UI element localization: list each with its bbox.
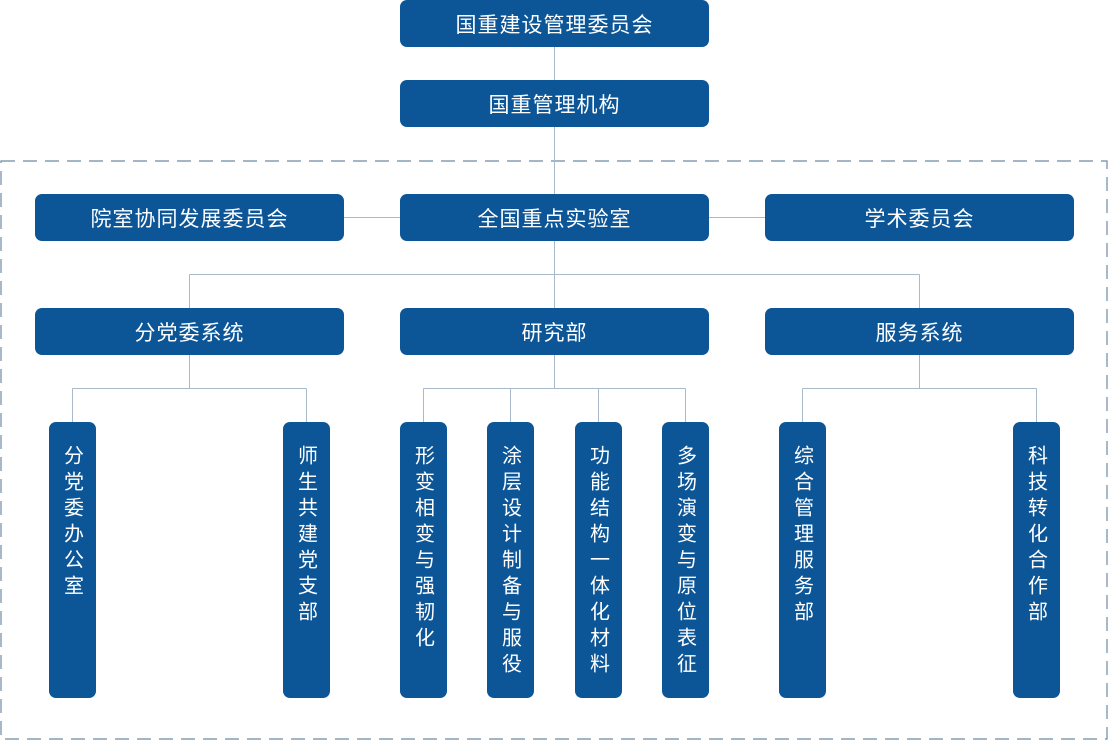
unit-label: 多场演变与原位表征 [673, 445, 698, 679]
unit-research-coating: 涂层设计制备与服役 [487, 422, 534, 698]
division-service-label: 服务系统 [875, 320, 964, 345]
division-party-box: 分党委系统 [35, 308, 344, 355]
left-committee-box: 院室协同发展委员会 [35, 194, 344, 241]
center-lab-label: 全国重点实验室 [477, 206, 632, 231]
unit-research-multifield: 多场演变与原位表征 [662, 422, 709, 698]
unit-party-office: 分党委办公室 [49, 422, 96, 698]
unit-label: 科技转化合作部 [1024, 445, 1049, 627]
right-committee-label: 学术委员会 [864, 206, 975, 231]
top-committee-box: 国重建设管理委员会 [400, 0, 709, 47]
management-label: 国重管理机构 [488, 92, 621, 117]
management-box: 国重管理机构 [400, 80, 709, 127]
division-party-label: 分党委系统 [134, 320, 245, 345]
unit-party-branch: 师生共建党支部 [283, 422, 330, 698]
unit-label: 分党委办公室 [60, 445, 85, 601]
unit-service-transfer: 科技转化合作部 [1013, 422, 1060, 698]
unit-label: 师生共建党支部 [294, 445, 319, 627]
unit-label: 功能结构一体化材料 [586, 445, 611, 679]
right-committee-box: 学术委员会 [765, 194, 1074, 241]
unit-research-functional: 功能结构一体化材料 [575, 422, 622, 698]
top-committee-label: 国重建设管理委员会 [455, 12, 654, 37]
unit-research-deformation: 形变相变与强韧化 [400, 422, 447, 698]
division-research-box: 研究部 [400, 308, 709, 355]
unit-label: 综合管理服务部 [790, 445, 815, 627]
division-research-label: 研究部 [521, 320, 588, 345]
unit-service-admin: 综合管理服务部 [779, 422, 826, 698]
division-service-box: 服务系统 [765, 308, 1074, 355]
unit-label: 形变相变与强韧化 [411, 445, 436, 653]
unit-label: 涂层设计制备与服役 [498, 445, 523, 679]
left-committee-label: 院室协同发展委员会 [90, 206, 289, 231]
center-lab-box: 全国重点实验室 [400, 194, 709, 241]
